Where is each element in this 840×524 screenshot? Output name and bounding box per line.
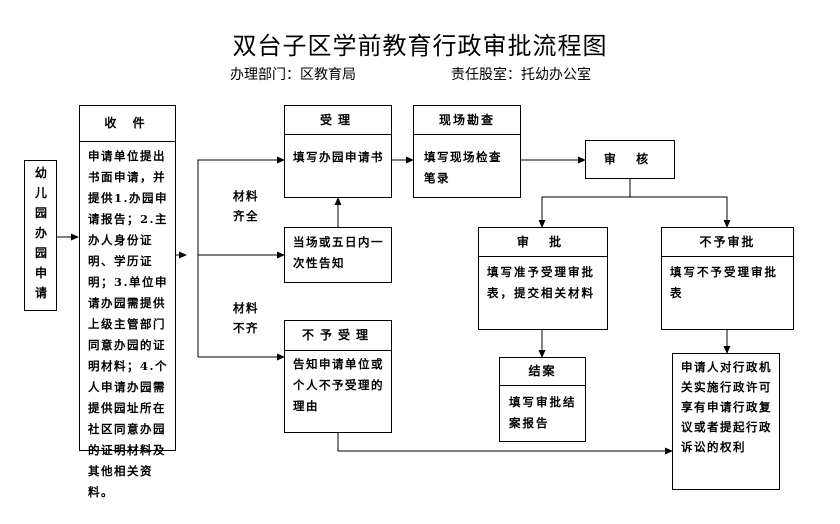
node-receive: 收 件 申请单位提出书面申请，并提供1.办园申请报告；2.主办人身份证明、学历证… bbox=[79, 105, 176, 499]
responsible-office-label: 责任股室：托幼办公室 bbox=[451, 67, 591, 83]
node-review: 审 核 bbox=[585, 140, 675, 179]
department-label: 办理部门：区教育局 bbox=[230, 67, 356, 83]
node-approve-body: 填写准予受理审批表，提交相关材料 bbox=[487, 265, 595, 300]
node-close: 结案 填写审批结案报告 bbox=[499, 357, 586, 442]
node-deny: 不予审批 填写不予受理审批表 bbox=[661, 227, 794, 330]
label-materials-complete: 材料齐全 bbox=[233, 189, 259, 223]
node-application: 幼儿园办园申请 bbox=[24, 160, 57, 311]
arrow-review-to-approve bbox=[538, 179, 631, 228]
node-reject-body: 告知申请单位或个人不予受理的理由 bbox=[293, 357, 384, 413]
node-approve: 审 批 填写准予受理审批表，提交相关材料 bbox=[478, 227, 608, 330]
node-rights-body: 申请人对行政机关实施行政许可享有申请行政复议或者提起行政诉讼的权利 bbox=[681, 360, 772, 454]
node-reject-title: 不予受理 bbox=[285, 321, 391, 351]
node-accept: 受理 填写办园申请书 bbox=[284, 105, 392, 198]
node-rights: 申请人对行政机关实施行政许可享有申请行政复议或者提起行政诉讼的权利 bbox=[672, 353, 780, 490]
arrow-review-to-deny bbox=[630, 196, 731, 228]
page-title: 双台子区学前教育行政审批流程图 bbox=[232, 32, 608, 60]
node-inspect: 现场勘查 填写现场检查笔录 bbox=[413, 105, 521, 198]
arrow-to-accept bbox=[197, 156, 285, 357]
node-reject: 不予受理 告知申请单位或个人不予受理的理由 bbox=[284, 320, 392, 433]
node-close-title: 结案 bbox=[500, 358, 585, 386]
arrow-reject-to-rights bbox=[337, 433, 673, 455]
label-materials-incomplete: 材料不齐 bbox=[233, 301, 259, 335]
node-receive-body: 申请单位提出书面申请，并提供1.办园申请报告；2.主办人身份证明、学历证明；3.… bbox=[88, 149, 169, 499]
node-deny-body: 填写不予受理审批表 bbox=[670, 265, 778, 300]
node-notify-once: 当场或五日内一次性告知 bbox=[284, 227, 392, 283]
node-approve-title: 审 批 bbox=[479, 228, 607, 257]
node-receive-title: 收 件 bbox=[80, 106, 175, 142]
node-application-text: 幼儿园办园申请 bbox=[34, 166, 47, 300]
node-inspect-body: 填写现场检查笔录 bbox=[424, 150, 502, 185]
node-close-body: 填写审批结案报告 bbox=[509, 395, 577, 430]
node-inspect-title: 现场勘查 bbox=[414, 106, 520, 135]
node-review-title: 审 核 bbox=[603, 152, 657, 166]
node-notify-once-body: 当场或五日内一次性告知 bbox=[293, 235, 384, 270]
node-accept-title: 受理 bbox=[285, 106, 391, 135]
node-deny-title: 不予审批 bbox=[662, 228, 793, 257]
node-accept-body: 填写办园申请书 bbox=[293, 150, 384, 164]
